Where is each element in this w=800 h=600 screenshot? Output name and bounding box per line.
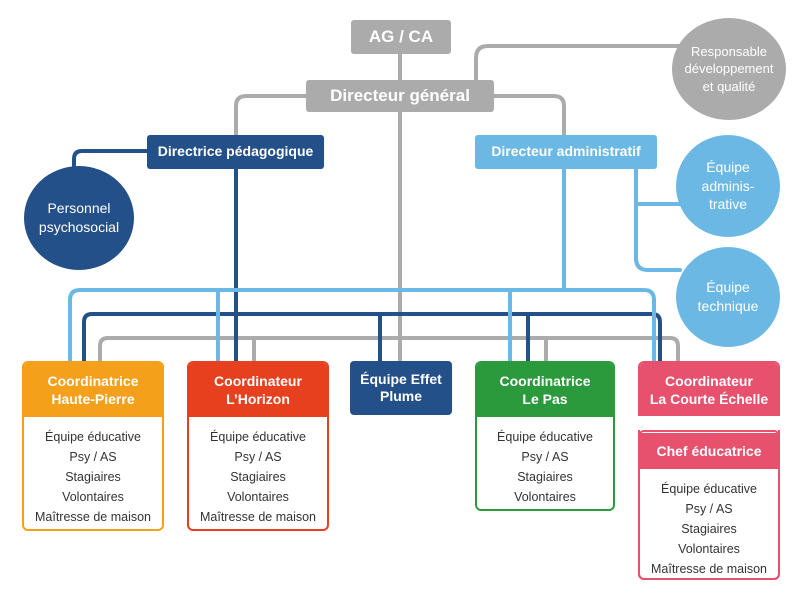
- unit-title-line-2: L’Horizon: [226, 391, 290, 407]
- unit-courte-echelle-list: Équipe éducative Psy / AS Stagiaires Vol…: [640, 469, 778, 578]
- list-item: Volontaires: [227, 490, 289, 504]
- list-item: Équipe éducative: [497, 430, 593, 444]
- effet-plume-line-1: Équipe Effet: [360, 370, 442, 387]
- unit-title-line-2: Le Pas: [522, 391, 568, 407]
- list-item: Maîtresse de maison: [199, 510, 317, 524]
- directeur-administratif-box: Directeur administratif: [475, 135, 657, 169]
- list-item: Psy / AS: [69, 450, 117, 464]
- courte-echelle-gap: [636, 416, 782, 430]
- directeur-general-box: Directeur général: [306, 80, 494, 112]
- unit-haute-pierre-list: Équipe éducative Psy / AS Stagiaires Vol…: [24, 417, 162, 527]
- list-item: Maîtresse de maison: [650, 562, 768, 576]
- unit-title-line-1: Coordinatrice: [47, 372, 139, 389]
- directeur-administratif-label: Directeur administratif: [491, 143, 641, 160]
- personnel-psychosocial-circle: Personnel psychosocial: [24, 166, 134, 270]
- directrice-pedagogique-box: Directrice pédagogique: [147, 135, 324, 169]
- ag-ca-label: AG / CA: [368, 27, 434, 47]
- unit-courte-echelle-header: Coordinateur La Courte Échelle: [640, 363, 778, 417]
- list-item: Équipe éducative: [210, 430, 306, 444]
- unit-title-line-2: La Courte Échelle: [649, 391, 769, 407]
- equipe-tech-line-2: technique: [697, 298, 759, 314]
- directrice-pedagogique-label: Directrice pédagogique: [157, 143, 314, 160]
- list-item: Psy / AS: [521, 450, 569, 464]
- list-item: Volontaires: [514, 490, 576, 504]
- equipe-tech-line-1: Équipe: [706, 279, 750, 296]
- unit-haute-pierre-header: Coordinatrice Haute-Pierre: [24, 363, 162, 417]
- list-item: Équipe éducative: [661, 482, 757, 496]
- equipe-administrative-circle: Équipe adminis- trative: [676, 135, 780, 237]
- list-item: Stagiaires: [681, 522, 737, 536]
- unit-le-pas: Coordinatrice Le Pas Équipe éducative Ps…: [475, 361, 615, 511]
- equipe-admin-line-1: Équipe: [706, 158, 750, 175]
- responsable-line-1: Responsable: [691, 43, 767, 59]
- unit-title-line-1: Coordinateur: [214, 372, 302, 389]
- grey-connectors: [98, 44, 692, 364]
- responsable-circle: Responsable développement et qualité: [672, 18, 786, 120]
- personnel-line-1: Personnel: [47, 200, 111, 217]
- ag-ca-box: AG / CA: [351, 20, 451, 54]
- directeur-general-label: Directeur général: [330, 86, 470, 106]
- light-connectors: [68, 166, 682, 364]
- list-item: Stagiaires: [517, 470, 573, 484]
- unit-courte-echelle: Coordinateur La Courte Échelle Chef éduc…: [638, 361, 780, 580]
- unit-horizon-list: Équipe éducative Psy / AS Stagiaires Vol…: [189, 417, 327, 527]
- list-item: Psy / AS: [234, 450, 282, 464]
- responsable-line-3: et qualité: [702, 78, 756, 94]
- unit-title-line-2: Haute-Pierre: [51, 391, 135, 407]
- unit-horizon: Coordinateur L’Horizon Équipe éducative …: [187, 361, 329, 531]
- unit-horizon-header: Coordinateur L’Horizon: [189, 363, 327, 417]
- effet-plume-line-2: Plume: [379, 388, 422, 404]
- unit-title-line-1: Coordinatrice: [499, 372, 591, 389]
- equipe-admin-line-2: adminis-: [701, 177, 755, 194]
- personnel-line-2: psychosocial: [38, 219, 120, 235]
- list-item: Stagiaires: [65, 470, 121, 484]
- list-item: Maîtresse de maison: [34, 510, 152, 524]
- unit-le-pas-list: Équipe éducative Psy / AS Stagiaires Vol…: [477, 417, 613, 507]
- chef-educatrice-header: Chef éducatrice: [640, 433, 778, 469]
- list-item: Volontaires: [62, 490, 124, 504]
- list-item: Équipe éducative: [45, 430, 141, 444]
- unit-title-line-1: Coordinateur: [665, 372, 753, 389]
- list-item: Volontaires: [678, 542, 740, 556]
- unit-haute-pierre: Coordinatrice Haute-Pierre Équipe éducat…: [22, 361, 164, 531]
- unit-le-pas-header: Coordinatrice Le Pas: [477, 363, 613, 417]
- dark-connectors: [72, 149, 662, 364]
- equipe-admin-line-3: trative: [708, 196, 748, 213]
- responsable-line-2: développement: [684, 61, 774, 77]
- equipe-effet-plume-box: Équipe Effet Plume: [350, 361, 452, 415]
- equipe-technique-circle: Équipe technique: [676, 247, 780, 347]
- list-item: Stagiaires: [230, 470, 286, 484]
- chef-educatrice-label: Chef éducatrice: [656, 443, 762, 459]
- list-item: Psy / AS: [685, 502, 733, 516]
